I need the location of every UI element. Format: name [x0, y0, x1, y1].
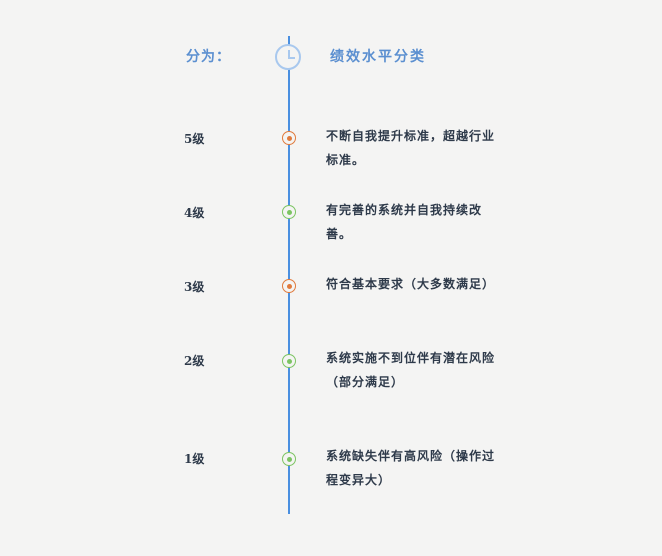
- timeline-marker-2: [282, 354, 296, 368]
- timeline-marker-4: [282, 205, 296, 219]
- timeline-marker-3: [282, 279, 296, 293]
- clock-icon: [275, 44, 301, 70]
- level-label-1: 1级: [184, 452, 205, 466]
- level-description-4: 有完善的系统并自我持续改善。: [326, 203, 483, 241]
- timeline-line: [288, 36, 290, 514]
- level-description-2: 系统实施不到位伴有潜在风险（部分满足）: [326, 351, 496, 389]
- timeline-marker-5: [282, 131, 296, 145]
- level-label-5: 5级: [184, 132, 205, 146]
- level-label-3: 3级: [184, 280, 205, 294]
- timeline-marker-1: [282, 452, 296, 466]
- level-description-1: 系统缺失伴有高风险（操作过程变异大）: [326, 449, 496, 487]
- level-description-5: 不断自我提升标准，超越行业标准。: [326, 129, 496, 167]
- level-label-4: 4级: [184, 206, 205, 220]
- header-right-label: 绩效水平分类: [330, 49, 426, 65]
- header-left-label: 分为：: [186, 49, 231, 65]
- level-label-2: 2级: [184, 354, 205, 368]
- level-description-3: 符合基本要求（大多数满足）: [326, 277, 496, 291]
